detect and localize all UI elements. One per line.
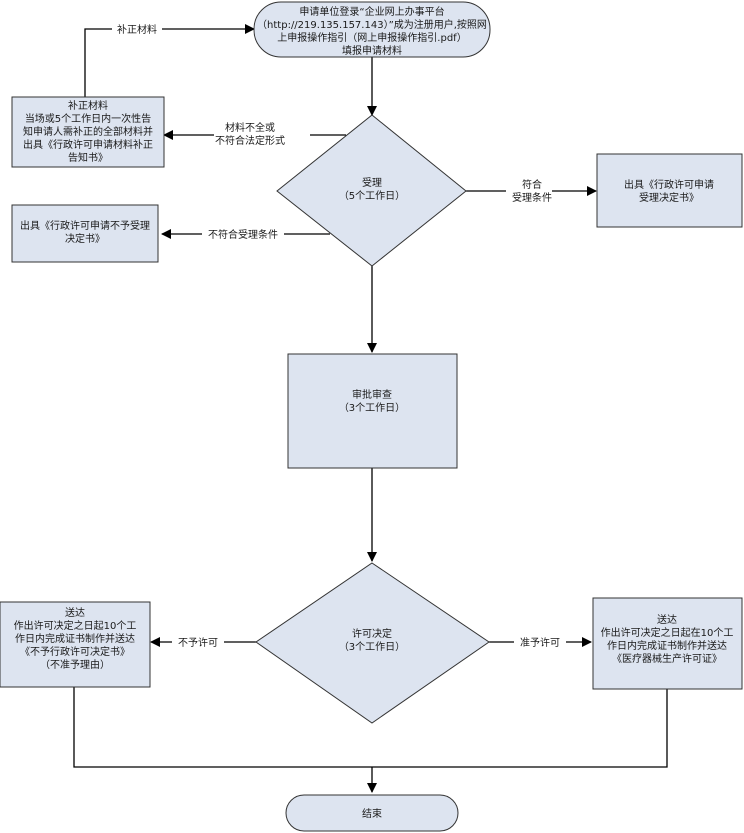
start-text: 申请单位登录“企业网上办事平台（http://219.135.157.143）”…	[257, 5, 487, 57]
edge-label-granted: 准予许可	[520, 637, 560, 649]
text-line: 不符合受理条件	[208, 228, 278, 241]
deny-box	[0, 601, 151, 688]
text-line: 送达	[65, 606, 85, 619]
text-line: 作日内完成证书制作并送达	[15, 632, 135, 645]
text-line: （不准予理由）	[40, 658, 110, 671]
text-line: 申请单位登录“企业网上办事平台	[299, 5, 444, 18]
text-line: 受理决定书》	[639, 191, 699, 204]
text-line: 材料不全或	[225, 121, 275, 134]
text-line: （3个工作日）	[339, 641, 405, 653]
text-line: 结束	[362, 807, 382, 820]
edge-label-resubmit: 补正材料	[117, 23, 157, 36]
text-line: 不符合法定形式	[215, 134, 285, 147]
text-line: （5个工作日）	[339, 190, 405, 202]
text-line: 不予许可	[178, 637, 218, 649]
decision-diamond	[255, 562, 490, 724]
edge-labels: 补正材料 材料不全或不符合法定形式 符合受理条件 不符合受理条件 不予许可 准予…	[112, 22, 566, 649]
start-terminator	[253, 1, 491, 58]
text-line: 审批审查	[352, 388, 392, 401]
text-line: 出具《行政许可申请材料补正	[23, 138, 153, 151]
text-line: （http://219.135.157.143）”成为注册用户,按照网	[257, 18, 487, 31]
text-line: 作出许可决定之日起10个工	[14, 619, 137, 632]
edge-label-denied: 不予许可	[178, 637, 218, 649]
text-line: 上申报操作指引（网上申报操作指引.pdf）	[277, 31, 466, 44]
accept-text: 受理（5个工作日）	[339, 177, 405, 202]
text-line: 知申请人需补正的全部材料并	[23, 125, 153, 138]
review-text: 审批审查（3个工作日）	[339, 388, 405, 414]
supplement-text: 补正材料当场或5个工作日内一次性告知申请人需补正的全部材料并出具《行政许可申请材…	[23, 99, 153, 164]
deny-text: 送达作出许可决定之日起10个工作日内完成证书制作并送达《不予行政许可决定书》（不…	[14, 606, 137, 671]
text-line: 作出许可决定之日起在10个工	[601, 626, 734, 639]
text-line: 符合	[522, 178, 542, 191]
supplement-box	[11, 96, 165, 168]
grant-text: 送达作出许可决定之日起在10个工作日内完成证书制作并送达《医疗器械生产许可证》	[601, 613, 734, 665]
decision-text: 许可决定（3个工作日）	[339, 627, 405, 653]
end-text: 结束	[362, 807, 382, 820]
text-line: 《不予行政许可决定书》	[20, 645, 130, 658]
text-line: 决定书》	[65, 232, 105, 245]
reject-notice-box	[11, 204, 159, 263]
text-line: 受理条件	[512, 191, 552, 204]
accept-decision-text: 出具《行政许可申请受理决定书》	[624, 178, 714, 204]
text-line: 送达	[657, 613, 677, 626]
text-line: 《医疗器械生产许可证》	[612, 652, 722, 665]
connector-deny-to-merge	[73, 687, 668, 768]
edge-label-ineligible: 不符合受理条件	[208, 228, 278, 241]
text-line: 补正材料	[68, 99, 108, 112]
text-line: 出具《行政许可申请	[624, 178, 714, 191]
text-line: （3个工作日）	[339, 402, 405, 414]
text-line: 告知书》	[68, 151, 108, 164]
text-line: 受理	[362, 177, 382, 189]
reject-notice-text: 出具《行政许可申请不予受理决定书》	[20, 219, 150, 245]
text-line: 准予许可	[520, 637, 560, 649]
connector-resubmit	[84, 24, 255, 97]
end-terminator	[285, 794, 459, 832]
edge-label-incomplete: 材料不全或不符合法定形式	[215, 121, 285, 147]
text-line: 填报申请材料	[342, 44, 402, 57]
text-line: 出具《行政许可申请不予受理	[20, 219, 150, 232]
text-line: 补正材料	[117, 23, 157, 36]
grant-box	[592, 597, 743, 690]
accept-decision-box	[596, 153, 743, 228]
accept-diamond	[276, 114, 467, 267]
review-box	[287, 353, 458, 469]
edge-label-eligible: 符合受理条件	[512, 178, 552, 204]
text-line: 当场或5个工作日内一次性告	[25, 112, 151, 125]
text-line: 作日内完成证书制作并送达	[607, 639, 727, 652]
text-line: 许可决定	[352, 627, 392, 640]
